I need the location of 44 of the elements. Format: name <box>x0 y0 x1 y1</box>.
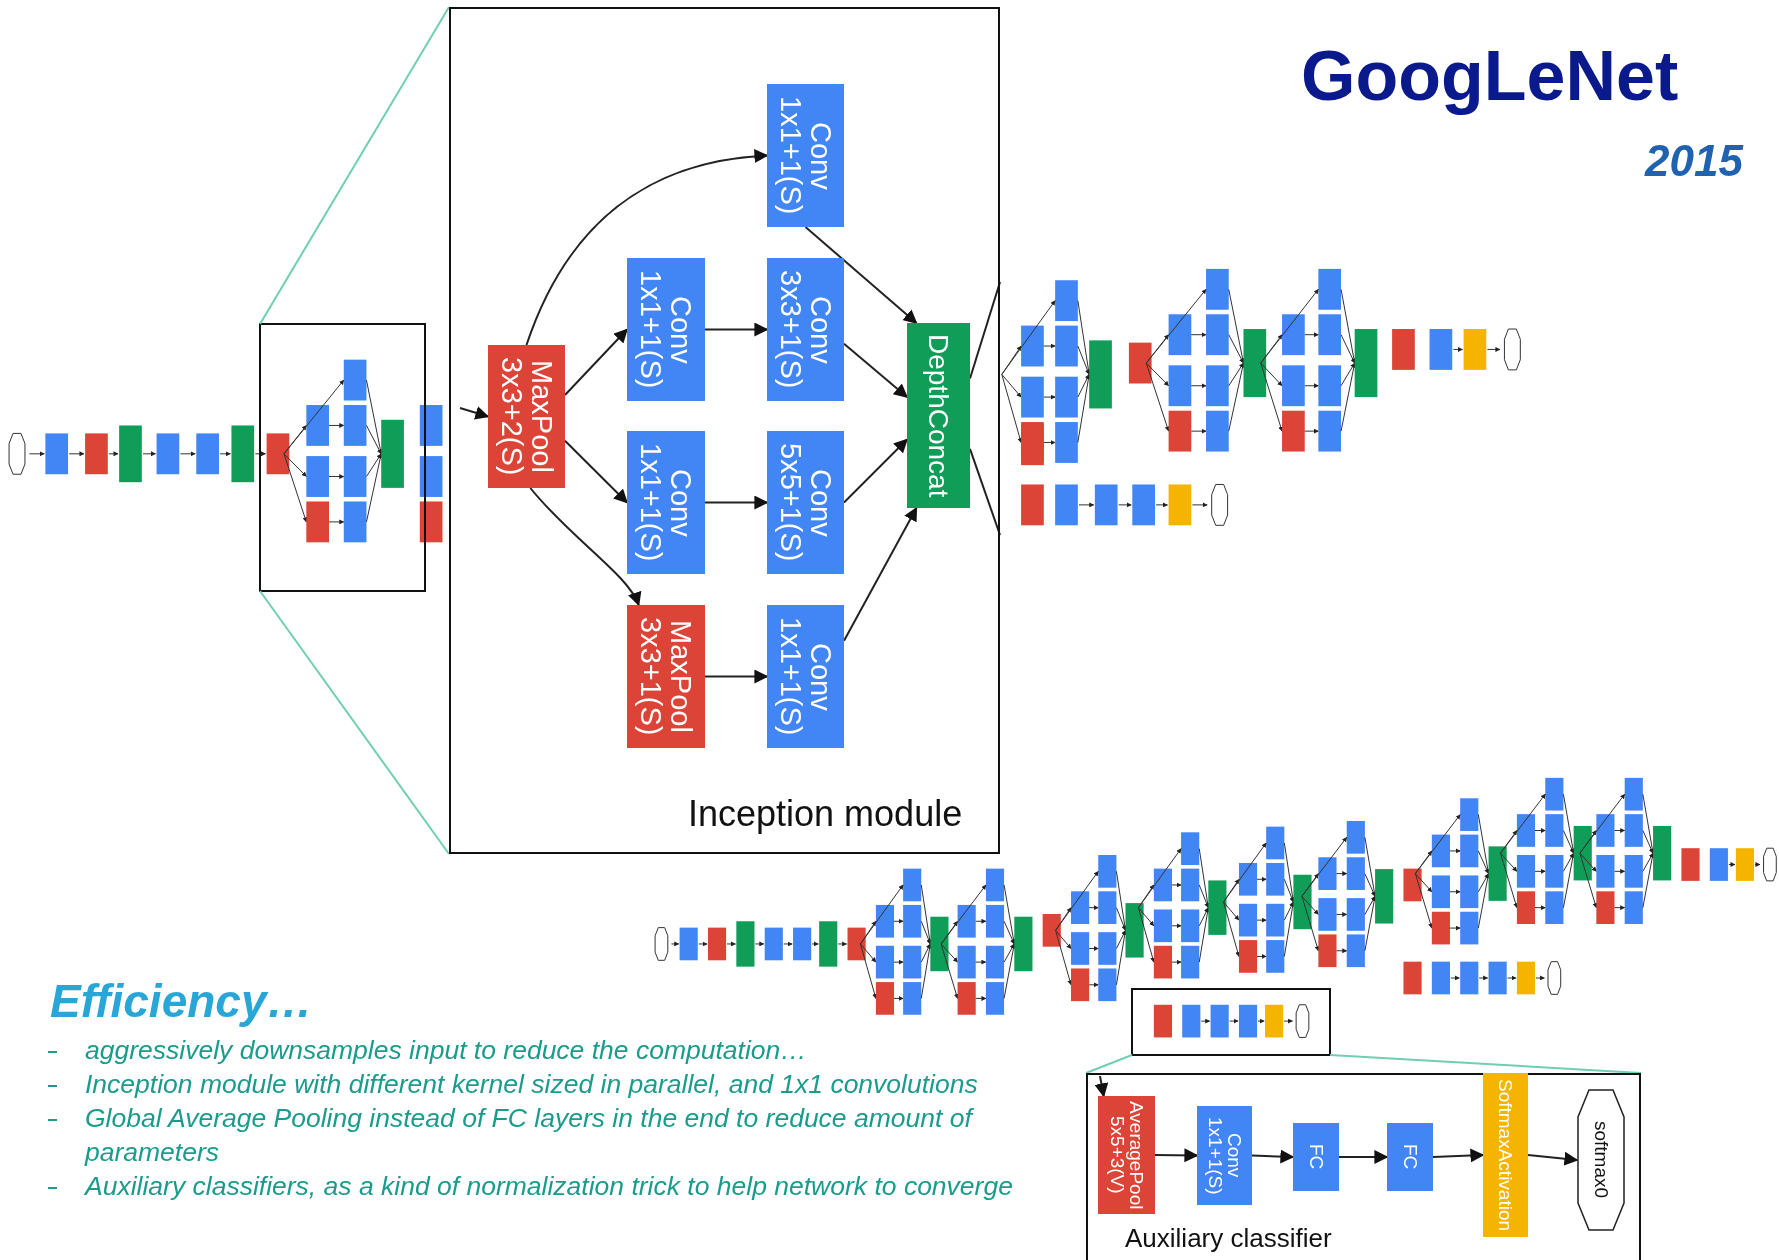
arrow <box>1338 1150 1389 1164</box>
arrow <box>1432 1148 1485 1163</box>
convolution-layer-box: Conv 5x5+1(S) <box>767 431 844 574</box>
arrow <box>843 342 909 398</box>
bullet-text: Inception module with different kernel sized in parallel, and 1x1 convolutions <box>85 1068 979 1101</box>
inception-module-frame <box>449 7 1000 854</box>
convolution-layer-box: Conv 1x1+1(S) <box>767 605 844 748</box>
title: GoogLeNet <box>1301 36 1679 116</box>
arrow <box>704 669 769 684</box>
frame-title: Auxiliary classifier <box>1125 1225 1332 1253</box>
arrow <box>564 439 628 504</box>
output-octagon: softmax0 <box>1577 1089 1625 1231</box>
bullet-text: Global Average Pooling instead of FC layers in the end to reduce amount of parameters <box>85 1102 975 1169</box>
arrow <box>1251 1149 1295 1164</box>
concat-layer-box: DepthConcat <box>907 323 970 508</box>
arrow <box>564 328 628 397</box>
convolution-layer-box: Conv 1x1+1(S) <box>1197 1106 1252 1205</box>
arrow <box>843 506 918 642</box>
fully-connected-box: FC <box>1293 1123 1339 1191</box>
pooling-layer-box: MaxPool 3x3+2(S) <box>488 345 565 488</box>
year-label: 2015 <box>1645 136 1743 186</box>
section-heading: Efficiency… <box>50 974 313 1028</box>
pooling-layer-box: AveragePool 5x5+3(V) <box>1098 1096 1155 1214</box>
arrow <box>704 495 769 510</box>
arrow <box>843 438 908 504</box>
arrow <box>459 406 490 420</box>
fully-connected-box: FC <box>1387 1123 1433 1191</box>
arrow <box>1094 1075 1109 1098</box>
arrow <box>1154 1148 1199 1163</box>
arrow <box>529 487 640 607</box>
convolution-layer-box: Conv 1x1+1(S) <box>627 258 705 401</box>
arrow <box>704 322 769 337</box>
frame-title: Inception module <box>688 795 963 833</box>
pooling-layer-box: MaxPool 3x3+1(S) <box>627 605 705 748</box>
convolution-layer-box: Conv 1x1+1(S) <box>767 84 844 227</box>
convolution-layer-box: Conv 1x1+1(S) <box>627 431 705 574</box>
activation-layer-box: SoftmaxActivation <box>1483 1073 1528 1237</box>
bullet-text: Auxiliary classifiers, as a kind of normalization trick to help network to converge <box>85 1170 1014 1203</box>
convolution-layer-box: Conv 3x3+1(S) <box>767 258 844 401</box>
classifier-frame <box>1086 1073 1641 1260</box>
arrow <box>804 226 918 324</box>
arrow <box>525 149 769 346</box>
arrow <box>1527 1151 1579 1166</box>
bullet-text: aggressively downsamples input to reduce the computation… <box>85 1034 808 1067</box>
